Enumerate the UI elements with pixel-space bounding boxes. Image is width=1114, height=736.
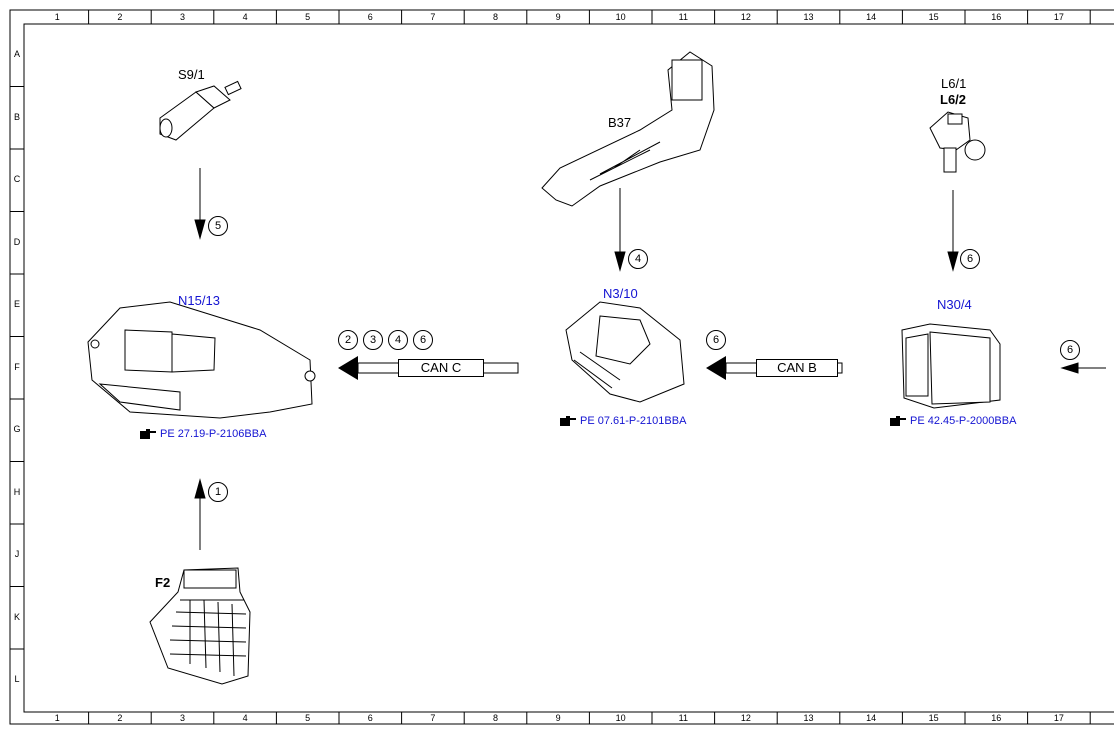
grid-column-label: 10: [615, 713, 626, 723]
grid-row-label: G: [13, 424, 21, 435]
grid-column-label: 8: [492, 12, 498, 22]
grid-column-label: 5: [305, 12, 311, 22]
grid-column-label: 13: [803, 12, 814, 22]
grid-row-label: D: [13, 236, 21, 247]
n15-13-reference-link[interactable]: PE 27.19-P-2106BBA: [140, 428, 266, 440]
n3-10-drawing: [565, 301, 685, 403]
grid-row-label: B: [13, 111, 20, 122]
grid-column-label: 11: [678, 12, 688, 22]
grid-row-label: H: [13, 486, 21, 497]
b37-pedal-drawing: [541, 51, 715, 207]
grid-column-label: 7: [430, 12, 436, 22]
grid-column-label: 1: [54, 713, 60, 723]
signal-circle: 1: [208, 482, 228, 502]
signal-circle: 5: [208, 216, 228, 236]
signal-circle: 4: [628, 249, 648, 269]
grid-column-label: 4: [242, 12, 248, 22]
grid-row-label: E: [13, 299, 20, 310]
grid-column-label: 3: [179, 12, 185, 22]
grid-column-label: 9: [555, 713, 561, 723]
grid-column-label: 5: [305, 713, 311, 723]
grid-column-label: 12: [740, 12, 751, 22]
signal-circle: 2: [338, 330, 358, 350]
n30-4-reference-text: PE 42.45-P-2000BBA: [910, 415, 1017, 427]
signal-circle: 6: [1060, 340, 1080, 360]
grid-column-label: 17: [1053, 12, 1064, 22]
n30-4-label: N30/4: [937, 297, 972, 312]
grid-column-label: 4: [242, 713, 248, 723]
grid-column-label: 1: [54, 12, 60, 22]
n3-10-reference-link[interactable]: PE 07.61-P-2101BBA: [560, 415, 686, 427]
grid-column-label: 11: [678, 713, 688, 723]
grid-row-label: A: [13, 49, 20, 60]
grid-column-label: 6: [367, 713, 373, 723]
grid-column-label: 14: [866, 713, 877, 723]
grid-column-label: 16: [991, 12, 1002, 22]
grid-column-label: 17: [1053, 713, 1064, 723]
grid-column-label: 7: [430, 713, 436, 723]
pointing-hand-icon: [890, 416, 906, 426]
grid-column-label: 3: [179, 713, 185, 723]
n30-4-reference-link[interactable]: PE 42.45-P-2000BBA: [890, 415, 1016, 427]
pointing-hand-icon: [560, 416, 576, 426]
grid-column-label: 15: [928, 12, 939, 22]
grid-column-label: 12: [740, 713, 751, 723]
signal-circle: 6: [413, 330, 433, 350]
grid-column-label: 2: [117, 12, 123, 22]
n30-4-drawing: [901, 323, 1001, 409]
can-b-bus-label: CAN B: [756, 359, 838, 377]
grid-row-label: F: [14, 361, 20, 372]
grid-row-label: L: [14, 674, 20, 685]
f2-label: F2: [155, 575, 171, 590]
grid-column-label: 8: [492, 713, 498, 723]
pointing-hand-icon: [140, 429, 156, 439]
b37-label: B37: [608, 115, 632, 130]
f2-fusebox-drawing: [149, 567, 251, 685]
grid-row-label: J: [14, 549, 20, 560]
grid-row-label: K: [13, 611, 20, 622]
grid-column-label: 10: [615, 12, 626, 22]
s9-1-label: S9/1: [178, 67, 205, 82]
grid-row-label: C: [13, 174, 21, 185]
grid-column-label: 14: [866, 12, 877, 22]
can-c-bus-label: CAN C: [398, 359, 484, 377]
signal-circle: 3: [363, 330, 383, 350]
l6-sensor-drawing: [929, 111, 986, 173]
n15-13-reference-text: PE 27.19-P-2106BBA: [160, 428, 267, 440]
grid-column-label: 16: [991, 713, 1002, 723]
n15-13-drawing: [87, 301, 316, 419]
n3-10-reference-text: PE 07.61-P-2101BBA: [580, 415, 687, 427]
s9-1-drawing: [159, 80, 242, 141]
signal-circle: 6: [960, 249, 980, 269]
grid-column-label: 9: [555, 12, 561, 22]
grid-column-label: 13: [803, 713, 814, 723]
l6-1-label: L6/1: [941, 76, 967, 91]
grid-column-label: 6: [367, 12, 373, 22]
signal-circle: 4: [388, 330, 408, 350]
grid-column-label: 15: [928, 713, 939, 723]
signal-circle: 6: [706, 330, 726, 350]
l6-2-label: L6/2: [940, 92, 967, 107]
n15-13-label: N15/13: [178, 293, 220, 308]
n3-10-label: N3/10: [603, 286, 638, 301]
grid-column-label: 2: [117, 713, 123, 723]
